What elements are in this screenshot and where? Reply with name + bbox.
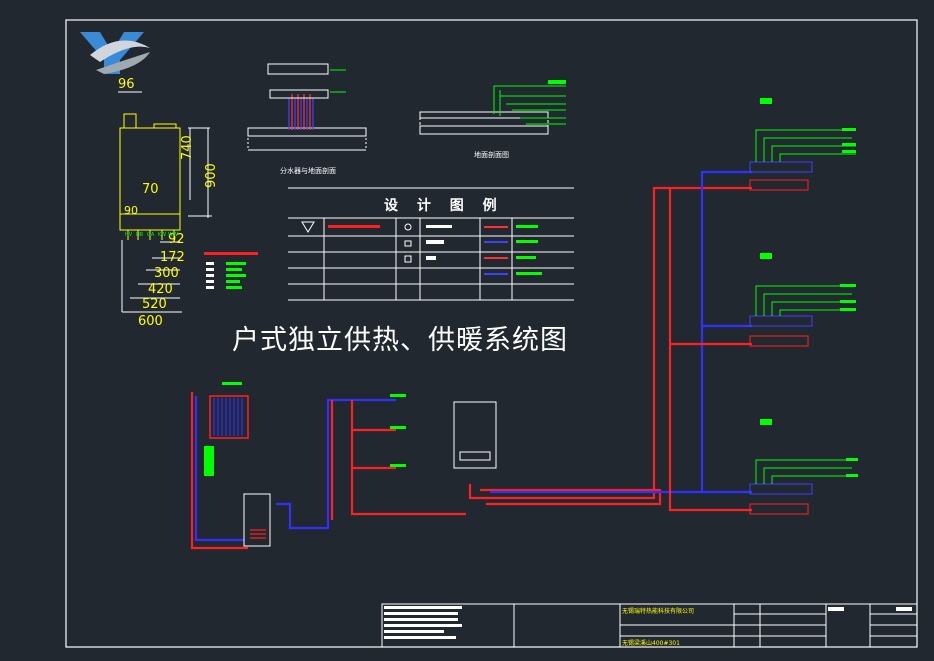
dim-172: 172 (160, 250, 185, 265)
dim-height-900: 900 (204, 163, 219, 188)
legend-table (288, 187, 574, 301)
port-label-kw: KW (158, 232, 167, 238)
title-block (381, 603, 918, 648)
boiler-elevation (118, 91, 212, 313)
dim-420: 420 (148, 282, 173, 297)
dim-height-740: 740 (180, 135, 195, 160)
manifold-floor-section (247, 63, 367, 151)
company-logo (80, 32, 150, 74)
system-pipes (190, 170, 752, 550)
dim-520: 520 (142, 297, 167, 312)
dim-90: 90 (124, 204, 138, 217)
dim-70: 70 (142, 182, 159, 197)
dim-92: 92 (168, 232, 185, 247)
port-label-ga: GA (147, 232, 155, 238)
legend-title: 设 计 图 例 (384, 198, 504, 214)
title-block-project: 无锡梁溪山400#301 (622, 640, 680, 647)
manifold-group (749, 129, 856, 515)
port-label-hv: HV (125, 232, 133, 238)
floor-section-detail (419, 80, 566, 135)
title-block-company: 无锡瑞特热能科技有限公司 (622, 608, 695, 615)
dim-300: 300 (154, 266, 179, 281)
port-label-hr: HR (136, 232, 144, 238)
drawing-title: 户式独立供热、供暖系统图 (232, 325, 568, 356)
port-label-ww: WW (168, 232, 178, 238)
dim-top-width: 96 (118, 77, 135, 92)
detail-label-manifold: 分水器与地面剖面 (280, 167, 336, 175)
dim-600: 600 (138, 314, 163, 329)
detail-label-floor: 地面剖面图 (474, 151, 509, 159)
